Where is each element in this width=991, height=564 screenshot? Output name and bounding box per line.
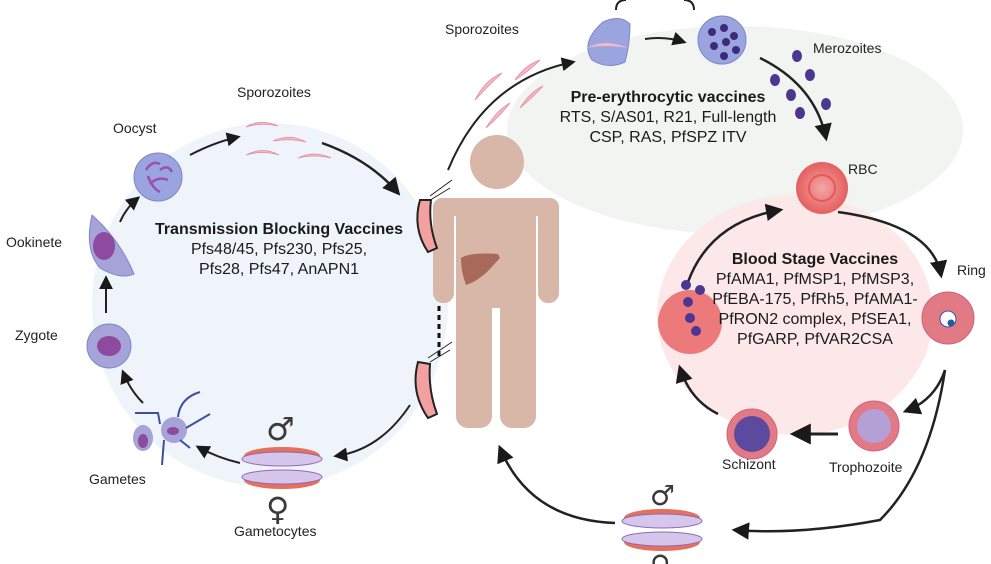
blood-stage-title: Blood Stage Vaccines [731, 251, 899, 268]
transmission-blocking-vaccines: Transmission Blocking Vaccines Pfs48/45,… [146, 220, 412, 280]
gametocytes-mosquito [241, 447, 323, 489]
blood-stage-list: PfAMA1, PfMSP1, PfMSP3, PfEBA-175, PfRh5… [712, 271, 918, 348]
gametocytes-human [621, 509, 703, 551]
mosquito-icon-top [416, 179, 453, 254]
female-symbol-human: ♀ [650, 549, 671, 564]
liver-stage-region [507, 26, 963, 234]
mosquito-icon-bottom [414, 341, 453, 420]
pre-erythrocytic-list: RTS, S/AS01, R21, Full-length CSP, RAS, … [559, 109, 777, 146]
pre-erythrocytic-vaccines: Pre-erythrocytic vaccines RTS, S/AS01, R… [548, 88, 788, 148]
rbc-cell [796, 162, 848, 214]
label-oocyst: Oocyst [113, 120, 157, 136]
male-symbol-human: ♂ [650, 479, 675, 512]
liver-icon [461, 253, 500, 285]
label-sporozoites-human: Sporozoites [445, 21, 519, 37]
label-gametes: Gametes [89, 471, 146, 487]
mosquito-stage-region [92, 123, 448, 487]
human-figure [433, 135, 559, 428]
transmission-blocking-list: Pfs48/45, Pfs230, Pfs25, Pfs28, Pfs47, A… [190, 241, 368, 278]
oocyst-cell [133, 152, 183, 202]
pre-erythrocytic-title: Pre-erythrocytic vaccines [570, 89, 766, 106]
label-gametocytes: Gametocytes [234, 523, 317, 539]
arrow-mosquito-to-gametocytes [333, 404, 411, 462]
label-zygote: Zygote [15, 327, 58, 343]
arrow-gametes-to-zygote [120, 369, 144, 404]
label-trophozoite: Trophozoite [829, 459, 903, 475]
female-symbol-mosquito: ♀ [266, 490, 289, 528]
arrow-merozoites-to-rbc [759, 56, 832, 142]
arrow-rbc-to-ring [837, 210, 948, 279]
arrow-gametocytes-to-gametes [195, 445, 241, 464]
arrow-gametocytes-to-mosquito [497, 444, 616, 525]
infected-hepatocyte [587, 18, 631, 66]
label-ring: Ring [957, 262, 986, 278]
gametes-cells [133, 391, 211, 466]
label-merozoites: Merozoites [813, 40, 882, 56]
arrow-burst-to-rbc [686, 203, 784, 283]
label-schizont: Schizont [722, 456, 776, 472]
arrow-schizont-to-burst [675, 364, 719, 416]
arrow-oocyst-to-sporozoites [189, 132, 241, 156]
blood-stage-region [657, 195, 933, 435]
label-ookinete: Ookinete [6, 234, 63, 250]
blood-stage-vaccines: Blood Stage Vaccines PfAMA1, PfMSP1, PfM… [705, 250, 925, 350]
male-symbol-mosquito: ♂ [266, 410, 295, 448]
arrow-liver-schizont [644, 31, 687, 46]
arrow-bite-to-liver [447, 57, 576, 171]
label-rbc: RBC [848, 161, 878, 177]
merozoites [770, 50, 831, 119]
released-merozoites [681, 280, 705, 336]
arrow-ring-to-gametocytes [731, 369, 947, 540]
label-sporozoites-mosquito: Sporozoites [237, 84, 311, 100]
arrow-sporozoites-to-mosquito [321, 141, 401, 196]
sporozoites-mosquito [245, 121, 332, 159]
sporozoites-human [474, 59, 544, 129]
arrow-ookinete-to-oocyst [119, 196, 141, 223]
bracket-liver [615, 0, 695, 11]
transmission-blocking-title: Transmission Blocking Vaccines [154, 221, 404, 238]
